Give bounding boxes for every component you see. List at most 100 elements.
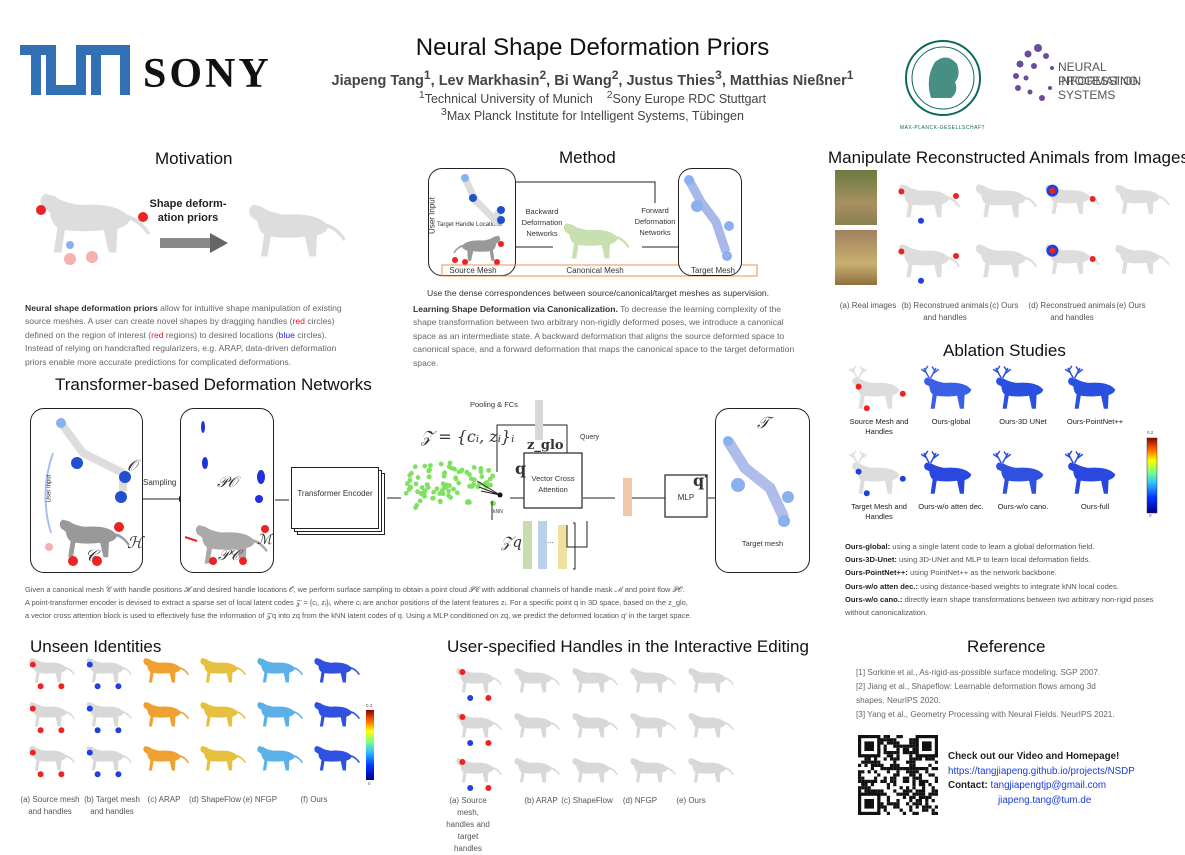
source-animal-image [36,193,150,265]
point-cloud-box [180,408,274,573]
animal-render [456,713,502,746]
animal-render [1115,244,1170,274]
figure-caption: (d) Reconstrued animals and handles [1028,301,1116,322]
ablation-item-desc: directly learn shape transformations bet… [845,594,1154,618]
ablation-item-desc: using distance-based weights to integrat… [918,581,1119,591]
pooling-label: Pooling & FCs [470,400,518,409]
ablation-item-desc: using a single latent code to learn a gl… [890,542,1095,551]
text: To decrease the learning complexity of t… [413,304,795,368]
ablation-colorbar: 0.2 0 [1146,430,1177,518]
figure-caption: (e) Ours [676,796,706,805]
neurips-logo: NEURAL INFORMATION PROCESSING SYSTEMS [1008,40,1183,110]
reference-item: [1] Sorkine et al., As-rigid-as-possible… [856,668,1101,677]
ablation-label: Target Mesh and Handles [851,502,907,521]
deer-render [920,450,973,495]
q-prime-label: q′ [693,471,709,490]
author-sup: 1 [846,68,854,82]
author-sup: 2 [611,68,619,82]
affiliation-sony: Sony Europe RDC Stuttgart [612,92,767,107]
method-bold: Learning Shape Deformation via Canonical… [413,304,618,314]
ablation-label: Source Mesh and Handles [849,417,909,436]
qr-code[interactable] [858,735,938,815]
cta-text: Check out our Video and Homepage! [948,751,1120,762]
ablation-descriptions: Ours-global: using a single latent code … [845,540,1175,619]
animal-render [572,668,618,693]
colorbar-min: 0 [1149,513,1152,518]
manipulate-heading: Manipulate Reconstructed Animals from Im… [828,148,1185,167]
animal-render [688,668,734,693]
transformer-caption: Given a canonical mesh 𝒞 with handle pos… [25,583,840,622]
arrow-icon [275,499,289,501]
deformed-animal-image [249,204,346,257]
mlp-block: MLP [677,493,695,502]
animal-render [630,668,676,693]
figure-caption: (d) NFGP [622,796,658,805]
homepage-link[interactable]: https://tangjiapeng.github.io/projects/N… [948,765,1135,777]
Zq-label: 𝒵q [501,533,523,551]
target-mesh-label: Target Mesh [690,266,736,275]
method-supervision: Use the dense correspondences between so… [427,288,770,298]
real-photo [835,230,877,285]
mpg-logo: MAX-PLANCK-GESELLSCHAFT [895,38,990,133]
figure-caption: (a) Source mesh and handles [20,795,80,816]
figure-caption: (e) Ours [1116,301,1146,310]
email-link-gmail[interactable]: tangjiapengtjp@gmail.com [990,780,1107,791]
animal-render [314,746,360,771]
ablation-item-desc: using PointNet++ as the network backbone… [907,568,1057,578]
affiliations-line-1: 1Technical University of Munich 2Sony Eu… [0,90,1185,106]
author-name: Matthias Nießner [729,72,847,89]
aff-sup: 1 [418,90,425,101]
animal-render [1045,244,1100,274]
target-mesh-box [715,408,810,573]
author-name: Bi Wang [554,72,612,89]
animal-render [688,713,734,738]
aff-sup: 2 [606,90,613,101]
ablation-label: Ours-w/o atten dec. [918,502,984,511]
animal-render [456,758,502,791]
minerva-emblem-icon [904,40,981,116]
deer-render [848,450,906,497]
canonical-mesh-label: Canonical Mesh [566,266,624,275]
animal-render [257,658,303,683]
motivation-bold: Neural shape deformation priors [25,303,158,313]
ablation-item-name: Ours-w/o atten dec.: [845,581,918,591]
animal-render [29,702,75,734]
deer-render [1064,365,1117,410]
caption-line: A point-transformer encoder is devised t… [25,598,688,607]
qr-code-icon [858,735,938,815]
caption-line: Given a canonical mesh 𝒞 with handle pos… [25,585,685,594]
source-mesh-label: Source Mesh [449,266,497,275]
animal-render [200,746,246,771]
email-link-tum[interactable]: jiapeng.tang@tum.de [998,794,1092,806]
input-mesh-image [44,418,131,566]
reference-item: [3] Yang et al., Geometry Processing wit… [856,710,1115,719]
text: circles). Instead of relying on handcraf… [25,329,337,367]
aff-sup: 3 [441,107,447,118]
animal-render [514,713,560,738]
contact-block: Check out our Video and Homepage! https:… [948,750,1178,808]
manipulate-grid [835,170,1180,292]
sampling-label: Sampling [143,478,177,487]
deer-render [992,450,1045,495]
animal-render [630,713,676,738]
animal-render [1045,184,1100,214]
neurips-text-1: NEURAL INFORMATION [1058,60,1142,88]
animal-render [29,658,75,690]
authors: Jiapeng Tang1, Lev Markhasin2, Bi Wang2,… [331,68,854,89]
user-input-label: User Input [46,474,53,503]
colorbar-max: 0.2 [1147,430,1154,435]
animal-render [898,184,961,224]
author-name: Justus Thies [626,72,716,89]
unseen-grid [25,652,375,787]
dots-label: ... [547,536,554,545]
animal-render [572,713,618,738]
animal-render [29,746,75,778]
deer-render [920,365,973,410]
transformer-figure: User Input 𝒪 ℋ 𝒞 Sampling 𝒫𝒪 𝒫𝒞 ℳ Transf… [25,395,815,575]
affiliation-mpi: Max Planck Institute for Intelligent Sys… [446,109,744,124]
animal-render [975,244,1038,278]
colorbar-gradient [1146,437,1158,514]
transformer-encoder-stack: Transformer Encoder [291,467,387,537]
animal-render [688,758,734,783]
